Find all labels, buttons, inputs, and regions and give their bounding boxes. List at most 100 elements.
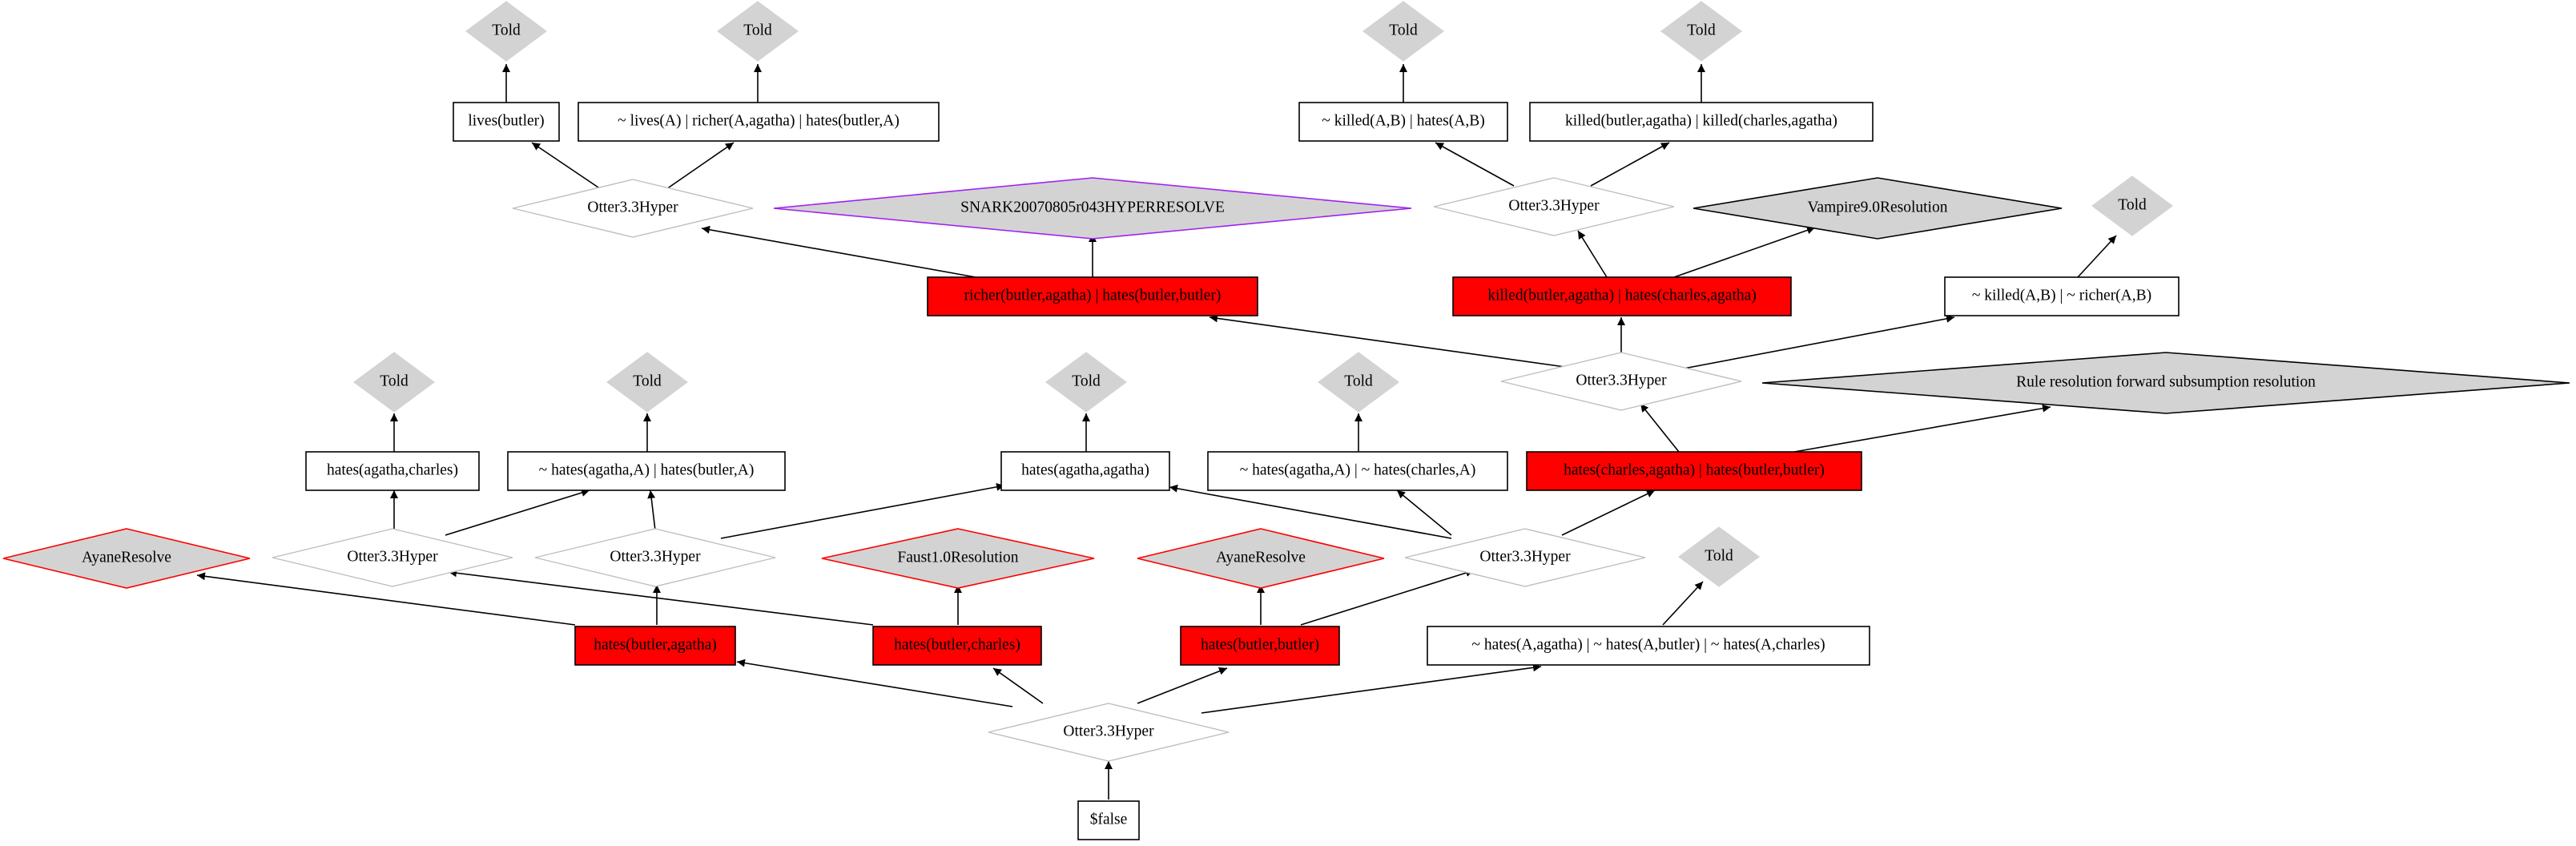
node-label: Otter3.3Hyper — [610, 548, 701, 565]
node-label: Otter3.3Hyper — [1576, 372, 1667, 389]
node-label: richer(butler,agatha) | hates(butler,but… — [964, 287, 1222, 304]
node-label: Rule resolution forward subsumption reso… — [2016, 373, 2316, 390]
edge — [1673, 226, 1816, 278]
red-clause-box: hates(butler,agatha) — [574, 626, 736, 666]
told-node: Told — [606, 352, 689, 413]
node-label: ~ hates(A,agatha) | ~ hates(A,butler) | … — [1471, 636, 1825, 653]
faust-node: Faust1.0Resolution — [821, 528, 1095, 589]
otter-node: Otter3.3Hyper — [988, 703, 1230, 762]
clause-box: ~ hates(agatha,A) | hates(butler,A) — [507, 451, 786, 491]
edge — [1396, 489, 1452, 536]
node-label: Faust1.0Resolution — [897, 549, 1018, 566]
edge — [1590, 142, 1670, 187]
edge — [1137, 667, 1228, 704]
node-label: $false — [1090, 811, 1128, 828]
edge — [196, 572, 576, 626]
otter-node: Otter3.3Hyper — [1433, 177, 1675, 236]
clause-box: ~ hates(A,agatha) | ~ hates(A,butler) | … — [1427, 626, 1870, 666]
edge — [1793, 404, 2051, 453]
edge — [1662, 581, 1704, 626]
node-label: Otter3.3Hyper — [1479, 548, 1571, 565]
node-label: SNARK20070805r043HYPERRESOLVE — [960, 199, 1225, 216]
told-node: Told — [1317, 352, 1400, 413]
rule-resolution-node: Rule resolution forward subsumption reso… — [1761, 352, 2570, 414]
node-label: hates(agatha,agatha) — [1021, 461, 1149, 478]
edge — [1169, 484, 1452, 539]
node-label: Otter3.3Hyper — [1063, 723, 1154, 739]
edges — [196, 64, 2117, 800]
node-label: AyaneResolve — [1216, 549, 1306, 566]
told-node: Told — [1044, 352, 1128, 413]
told-node: Told — [1362, 1, 1445, 62]
node-label: ~ lives(A) | richer(A,agatha) | hates(bu… — [618, 112, 900, 129]
red-clause-box: richer(butler,agatha) | hates(butler,but… — [927, 276, 1258, 316]
node-label: Otter3.3Hyper — [347, 548, 438, 565]
told-node: Told — [716, 1, 799, 62]
edge — [1640, 403, 1680, 453]
node-label: lives(butler) — [468, 112, 544, 129]
clause-box: ~ hates(agatha,A) | ~ hates(charles,A) — [1207, 451, 1508, 491]
ayane-node: AyaneResolve — [2, 528, 251, 589]
edge — [1577, 230, 1608, 278]
edge — [701, 225, 976, 278]
edge — [1435, 142, 1515, 187]
edge — [1561, 489, 1656, 536]
clause-box: ~ lives(A) | richer(A,agatha) | hates(bu… — [578, 102, 940, 142]
told-node: Told — [1677, 526, 1761, 587]
node-label: Told — [633, 373, 662, 389]
edge — [1201, 663, 1542, 714]
node-label: hates(charles,agatha) | hates(butler,but… — [1564, 461, 1825, 478]
otter-node: Otter3.3Hyper — [1404, 528, 1646, 587]
node-label: killed(butler,agatha) | hates(charles,ag… — [1487, 287, 1757, 304]
edge — [1683, 314, 1955, 369]
node-label: Told — [1344, 373, 1373, 389]
edge — [647, 489, 656, 531]
edge — [666, 142, 735, 190]
node-label: ~ killed(A,B) | ~ richer(A,B) — [1972, 287, 2151, 304]
node-label: Told — [2118, 196, 2147, 213]
told-node: Told — [352, 352, 436, 413]
snark-node: SNARK20070805r043HYPERRESOLVE — [773, 177, 1412, 240]
node-label: AyaneResolve — [82, 549, 171, 566]
told-node: Told — [2091, 175, 2174, 236]
node-label: hates(agatha,charles) — [327, 461, 458, 478]
vampire-node: Vampire9.0Resolution — [1693, 177, 2063, 240]
edge — [2077, 235, 2117, 278]
node-label: Told — [1687, 22, 1716, 38]
clause-box: hates(agatha,agatha) — [1000, 451, 1170, 491]
false-box: $false — [1077, 800, 1140, 840]
node-label: ~ killed(A,B) | hates(A,B) — [1322, 112, 1484, 129]
node-label: Vampire9.0Resolution — [1808, 199, 1948, 216]
clause-box: killed(butler,agatha) | killed(charles,a… — [1529, 102, 1874, 142]
node-label: killed(butler,agatha) | killed(charles,a… — [1565, 112, 1837, 129]
clause-box: ~ killed(A,B) | ~ richer(A,B) — [1944, 276, 2180, 316]
told-node: Told — [465, 1, 548, 62]
node-label: hates(butler,agatha) — [594, 636, 717, 653]
node-label: Told — [492, 22, 521, 38]
edge — [448, 569, 874, 626]
node-label: hates(butler,butler) — [1201, 636, 1319, 653]
clause-box: ~ killed(A,B) | hates(A,B) — [1298, 102, 1508, 142]
red-clause-box: hates(charles,agatha) | hates(butler,but… — [1526, 451, 1862, 491]
node-label: ~ hates(agatha,A) | ~ hates(charles,A) — [1240, 461, 1476, 478]
otter-node: Otter3.3Hyper — [272, 528, 513, 587]
node-label: hates(butler,charles) — [894, 636, 1020, 653]
node-label: ~ hates(agatha,A) | hates(butler,A) — [539, 461, 755, 478]
edge — [445, 489, 590, 536]
red-clause-box: killed(butler,agatha) | hates(charles,ag… — [1452, 276, 1792, 316]
node-label: Otter3.3Hyper — [1508, 197, 1600, 214]
edge — [1300, 569, 1475, 626]
node-label: Told — [1389, 22, 1418, 38]
clause-box: lives(butler) — [453, 102, 560, 142]
ayane-node: AyaneResolve — [1137, 528, 1385, 589]
clause-box: hates(agatha,charles) — [305, 451, 480, 491]
red-clause-box: hates(butler,butler) — [1180, 626, 1340, 666]
told-node: Told — [1660, 1, 1743, 62]
otter-node: Otter3.3Hyper — [512, 179, 754, 238]
otter-node: Otter3.3Hyper — [1500, 352, 1742, 411]
edge — [531, 142, 602, 190]
node-label: Told — [1705, 547, 1733, 564]
node-label: Told — [1072, 373, 1101, 389]
node-label: Told — [380, 373, 409, 389]
